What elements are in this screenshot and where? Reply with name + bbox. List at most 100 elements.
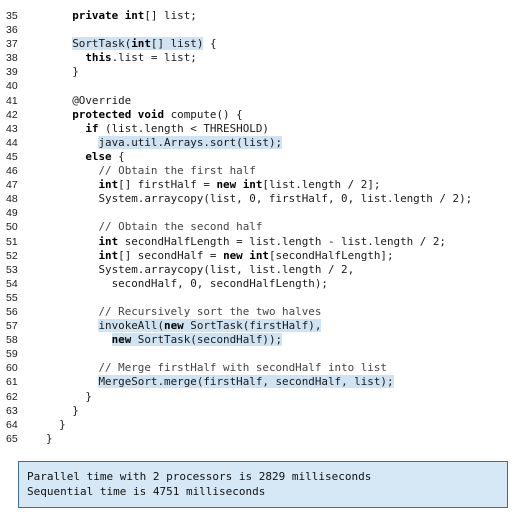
- code-text: System.arraycopy(list, 0, firstHalf, 0, …: [46, 192, 472, 206]
- code-line: 46 // Obtain the first half: [0, 164, 528, 178]
- code-token: SortTask(secondHalf));: [131, 333, 283, 347]
- code-token: [46, 136, 98, 149]
- code-text: // Obtain the first half: [46, 164, 255, 178]
- code-line: 50 // Obtain the second half: [0, 220, 528, 234]
- code-token: [46, 249, 98, 262]
- line-number: 42: [6, 108, 18, 121]
- code-text: java.util.Arrays.sort(list);: [46, 135, 283, 150]
- code-token: }: [46, 431, 53, 445]
- code-text: int[] firstHalf = new int[list.length / …: [46, 178, 380, 192]
- line-number: 58: [6, 334, 18, 347]
- code-text: System.arraycopy(list, list.length / 2,: [46, 263, 354, 277]
- code-line: 51 int secondHalfLength = list.length - …: [0, 235, 528, 249]
- line-number: 64: [6, 418, 18, 431]
- code-line: 65}: [0, 432, 528, 446]
- code-token: }: [46, 389, 92, 403]
- output-line: Parallel time with 2 processors is 2829 …: [27, 470, 372, 483]
- line-number: 41: [6, 94, 18, 107]
- line-number: 56: [6, 305, 18, 318]
- line-number: 60: [6, 362, 18, 375]
- code-text: SortTask(int[] list) {: [46, 37, 217, 51]
- code-token: SortTask(firstHalf),: [183, 319, 322, 333]
- code-token: [46, 108, 72, 121]
- code-token: MergeSort.merge(firstHalf, secondHalf, l…: [98, 375, 394, 389]
- line-number: 44: [6, 136, 18, 149]
- code-line: 40: [0, 79, 528, 93]
- line-number: 49: [6, 207, 18, 220]
- code-line: 59: [0, 347, 528, 361]
- code-text: int[] secondHalf = new int[secondHalfLen…: [46, 248, 394, 263]
- code-text: int secondHalfLength = list.length - lis…: [46, 235, 446, 249]
- code-line: 47 int[] firstHalf = new int[list.length…: [0, 178, 528, 192]
- code-text: }: [46, 65, 79, 79]
- code-text: new SortTask(secondHalf));: [46, 333, 283, 347]
- code-text: else {: [46, 149, 125, 164]
- code-token: @Override: [46, 93, 132, 107]
- code-text: MergeSort.merge(firstHalf, secondHalf, l…: [46, 375, 394, 389]
- line-number: 61: [6, 376, 18, 389]
- line-number: 38: [6, 52, 18, 65]
- code-text: @Override: [46, 94, 131, 108]
- code-token: System.arraycopy(list, list.length / 2,: [46, 262, 355, 276]
- code-text: this.list = list;: [46, 51, 196, 65]
- line-number: 51: [6, 235, 18, 248]
- code-token: }: [46, 417, 66, 431]
- code-token: invokeAll(: [98, 319, 165, 333]
- code-token: java.util.Arrays.sort(list);: [98, 135, 283, 149]
- line-number: 55: [6, 291, 18, 304]
- line-number: 45: [6, 150, 18, 163]
- code-line: 56 // Recursively sort the two halves: [0, 305, 528, 319]
- code-line: 60 // Merge firstHalf with secondHalf in…: [0, 361, 528, 375]
- keyword: new int: [216, 178, 263, 192]
- code-token: (list.length < THRESHOLD): [98, 121, 269, 135]
- code-token: secondHalf, 0, secondHalfLength);: [46, 276, 328, 290]
- code-token: [46, 178, 98, 191]
- code-token: [] firstHalf =: [118, 178, 217, 192]
- keyword: int: [98, 248, 119, 262]
- code-token: [46, 305, 98, 318]
- code-token: }: [46, 403, 79, 417]
- code-line: 55: [0, 291, 528, 305]
- keyword: protected void: [72, 107, 165, 121]
- code-text: }: [46, 432, 53, 446]
- line-number: 47: [6, 179, 18, 192]
- code-line: 57 invokeAll(new SortTask(firstHalf),: [0, 319, 528, 333]
- code-token: [] list;: [144, 9, 197, 22]
- code-token: [46, 319, 98, 332]
- code-line: 49: [0, 206, 528, 220]
- code-token: [46, 9, 72, 22]
- code-line: 53 System.arraycopy(list, list.length / …: [0, 263, 528, 277]
- code-text: private int[] list;: [46, 9, 197, 23]
- code-token: [secondHalfLength];: [268, 248, 394, 262]
- code-text: }: [46, 404, 79, 418]
- line-number: 40: [6, 80, 18, 93]
- keyword: new: [111, 333, 132, 347]
- code-text: }: [46, 418, 66, 432]
- code-token: [] secondHalf =: [118, 248, 224, 262]
- code-token: compute() {: [164, 107, 243, 121]
- code-token: [46, 375, 98, 388]
- code-line: 36: [0, 23, 528, 37]
- line-number: 37: [6, 38, 18, 51]
- code-line: 39 }: [0, 65, 528, 79]
- code-token: [46, 235, 98, 248]
- code-token: }: [46, 65, 79, 79]
- line-number: 63: [6, 404, 18, 417]
- code-token: {: [111, 149, 125, 163]
- keyword: else: [85, 149, 112, 163]
- code-text: // Recursively sort the two halves: [46, 305, 321, 319]
- code-line: 41 @Override: [0, 94, 528, 108]
- code-text: // Obtain the second half: [46, 220, 262, 234]
- code-token: [46, 150, 85, 163]
- code-token: [46, 361, 98, 374]
- code-text: secondHalf, 0, secondHalfLength);: [46, 277, 328, 291]
- keyword: int: [98, 178, 119, 192]
- code-line: 61 MergeSort.merge(firstHalf, secondHalf…: [0, 375, 528, 389]
- line-number: 39: [6, 66, 18, 79]
- code-line: 44 java.util.Arrays.sort(list);: [0, 135, 528, 150]
- code-line: 38 this.list = list;: [0, 51, 528, 65]
- line-number: 46: [6, 165, 18, 178]
- code-line: 37 SortTask(int[] list) {: [0, 37, 528, 51]
- code-token: SortTask(: [72, 37, 132, 51]
